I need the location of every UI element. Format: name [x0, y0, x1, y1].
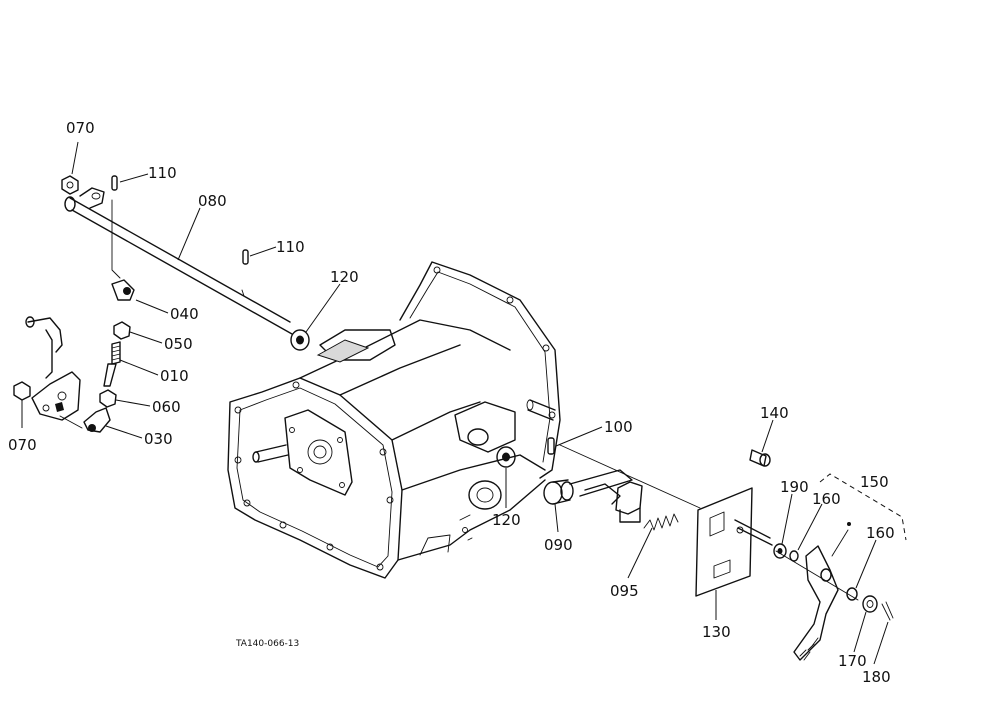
- label-180: 180: [862, 668, 891, 686]
- shift-rod-080: [64, 187, 293, 335]
- turnbuckle-010: [103, 341, 121, 387]
- label-030: 030: [144, 430, 173, 448]
- figure-reference: TA140-066-13: [235, 639, 299, 649]
- label-090: 090: [544, 536, 573, 554]
- label-160-b: 160: [866, 524, 895, 542]
- label-120-top: 120: [330, 268, 359, 286]
- label-060: 060: [152, 398, 181, 416]
- nut-050: [113, 321, 131, 340]
- label-010: 010: [160, 367, 189, 385]
- label-190: 190: [780, 478, 809, 496]
- label-070-top: 070: [66, 119, 95, 137]
- ball-joint-040: [111, 279, 135, 301]
- ball-joint-030: [83, 407, 111, 433]
- lever-bracket: [25, 316, 83, 429]
- pin-110-top: [111, 175, 118, 191]
- plate-130: [695, 487, 773, 597]
- spring-095: [643, 513, 679, 531]
- label-140: 140: [760, 404, 789, 422]
- label-170: 170: [838, 652, 867, 670]
- bolt-140: [749, 449, 771, 467]
- washer-170: [862, 595, 878, 613]
- nut-070-left: [13, 381, 31, 401]
- leader-lines: [21, 141, 889, 665]
- label-130: 130: [702, 623, 731, 641]
- bushing-160-a: [789, 550, 799, 562]
- label-080: 080: [198, 192, 227, 210]
- nut-070-top: [61, 175, 79, 195]
- pin-110-mid: [242, 249, 249, 265]
- label-040: 040: [170, 305, 199, 323]
- shift-bracket: [615, 481, 643, 523]
- label-095: 095: [610, 582, 639, 600]
- bushing-120-top: [290, 329, 310, 351]
- label-070-left: 070: [8, 436, 37, 454]
- pin-100: [547, 437, 555, 455]
- nut-060: [99, 389, 117, 408]
- cotter-pin-180: [881, 601, 894, 621]
- transmission-housing: [227, 261, 561, 579]
- label-120-bottom: 120: [492, 511, 521, 529]
- label-110-top: 110: [148, 164, 177, 182]
- bushing-120-bottom: [496, 446, 516, 468]
- label-150: 150: [860, 473, 889, 491]
- label-110-mid: 110: [276, 238, 305, 256]
- label-100: 100: [604, 418, 633, 436]
- bushing-160-b: [846, 587, 858, 601]
- label-050: 050: [164, 335, 193, 353]
- label-160-a: 160: [812, 490, 841, 508]
